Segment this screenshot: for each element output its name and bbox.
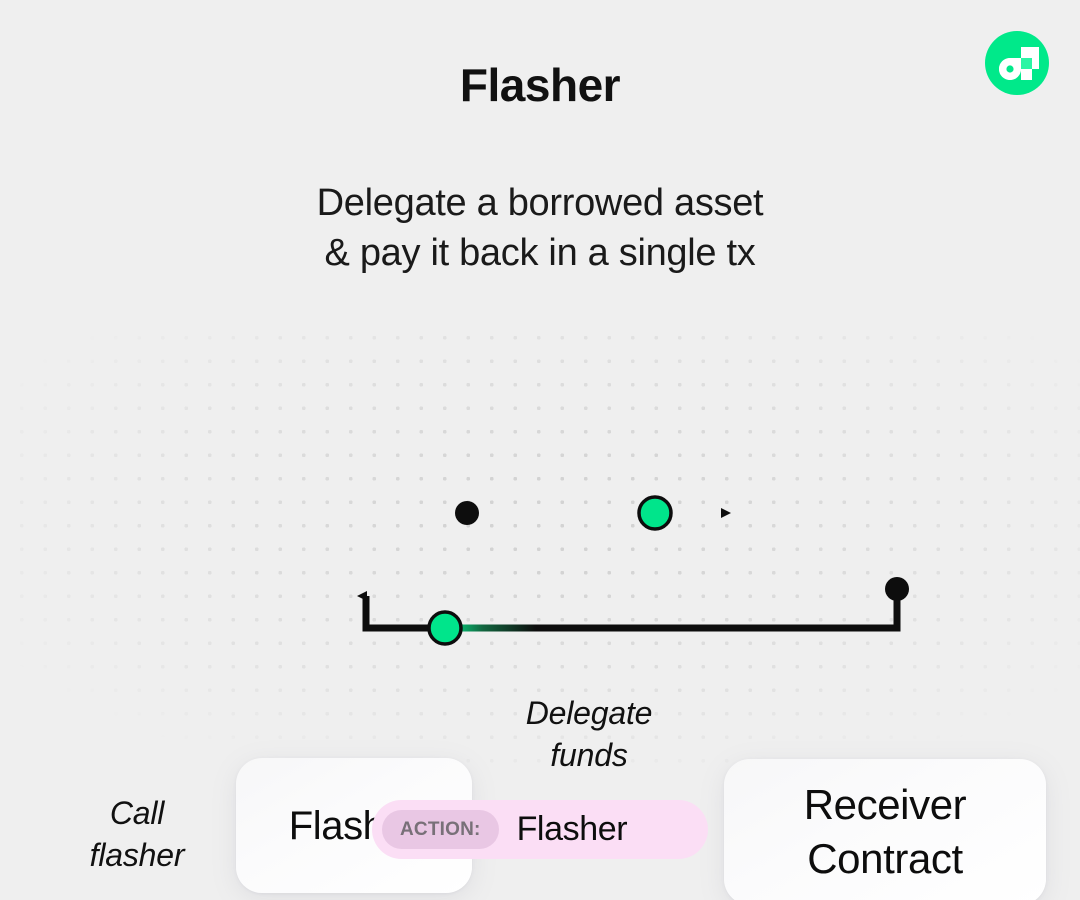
action-chip-label: ACTION: — [382, 810, 499, 849]
dot-grid-background — [0, 318, 1080, 778]
edge-label-delegate-funds: Delegate funds — [449, 692, 729, 776]
fluid-logo-icon[interactable] — [985, 31, 1049, 95]
node-receiver-label-line-2: Contract — [807, 835, 963, 882]
page-title: Flasher — [459, 59, 621, 111]
subtitle-line-2: & pay it back in a single tx — [324, 232, 756, 274]
subtitle-line-1: Delegate a borrowed asset — [316, 182, 764, 224]
node-receiver-label-line-1: Receiver — [803, 781, 967, 828]
action-value: Flasher — [516, 810, 628, 848]
node-receiver-contract[interactable]: Receiver Contract — [724, 759, 1046, 900]
action-badge[interactable]: ACTION: Flasher — [372, 800, 708, 859]
delegate-label-line-2: funds — [550, 737, 628, 773]
delegate-label-line-1: Delegate — [525, 695, 653, 731]
flow-diagram: Call flasher Delegate funds Repayment Fl… — [0, 318, 1080, 900]
page-subtitle: Delegate a borrowed asset & pay it back … — [0, 178, 1080, 278]
call-label-line-1: Call — [109, 795, 165, 831]
edge-label-call-flasher: Call flasher — [30, 792, 244, 876]
call-label-line-2: flasher — [89, 837, 185, 873]
